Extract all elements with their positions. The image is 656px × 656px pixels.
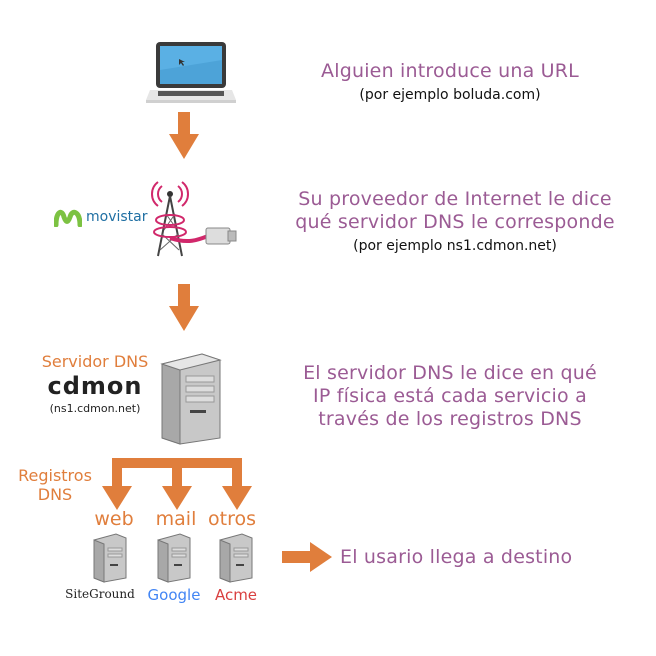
dns-records-label-line2: DNS bbox=[37, 485, 73, 504]
cdmon-host: (ns1.cdmon.net) bbox=[49, 402, 141, 415]
server-icon bbox=[156, 532, 192, 584]
dns-server-label: Servidor DNS bbox=[41, 352, 149, 371]
step3-title-line1: El servidor DNS le dice en qué bbox=[303, 362, 597, 384]
movistar-text: movistar bbox=[86, 209, 148, 225]
branch-arrows-icon bbox=[98, 458, 258, 516]
result-text: El usario llega a destino bbox=[340, 546, 573, 568]
step1-subtitle: (por ejemplo boluda.com) bbox=[359, 87, 541, 103]
antenna-tower-icon bbox=[148, 178, 238, 258]
movistar-logo: movistar bbox=[54, 205, 154, 229]
siteground-logo: SiteGround bbox=[65, 587, 135, 601]
acme-logo: Acme bbox=[214, 586, 258, 604]
laptop-icon bbox=[146, 40, 236, 104]
step3-title-line3: través de los registros DNS bbox=[318, 408, 582, 430]
movistar-m-icon bbox=[54, 209, 82, 227]
cdmon-logo: cdmon bbox=[47, 372, 143, 400]
service-web-label: web bbox=[94, 508, 134, 530]
server-icon bbox=[92, 532, 128, 584]
arrow-down-icon bbox=[169, 284, 199, 332]
step2-subtitle: (por ejemplo ns1.cdmon.net) bbox=[353, 238, 557, 254]
step2-title-line2: qué servidor DNS le corresponde bbox=[295, 211, 615, 233]
step3-title-line2: IP física está cada servicio a bbox=[313, 385, 587, 407]
service-mail-label: mail bbox=[155, 508, 197, 530]
arrow-down-icon bbox=[169, 112, 199, 160]
google-logo: Google bbox=[147, 586, 201, 604]
service-otros-label: otros bbox=[208, 508, 256, 530]
arrow-right-icon bbox=[282, 542, 332, 572]
step1-title: Alguien introduce una URL bbox=[321, 60, 579, 82]
server-icon bbox=[218, 532, 254, 584]
dns-records-label-line1: Registros bbox=[18, 466, 92, 485]
step2-title-line1: Su proveedor de Internet le dice bbox=[298, 188, 612, 210]
server-icon bbox=[158, 350, 224, 446]
